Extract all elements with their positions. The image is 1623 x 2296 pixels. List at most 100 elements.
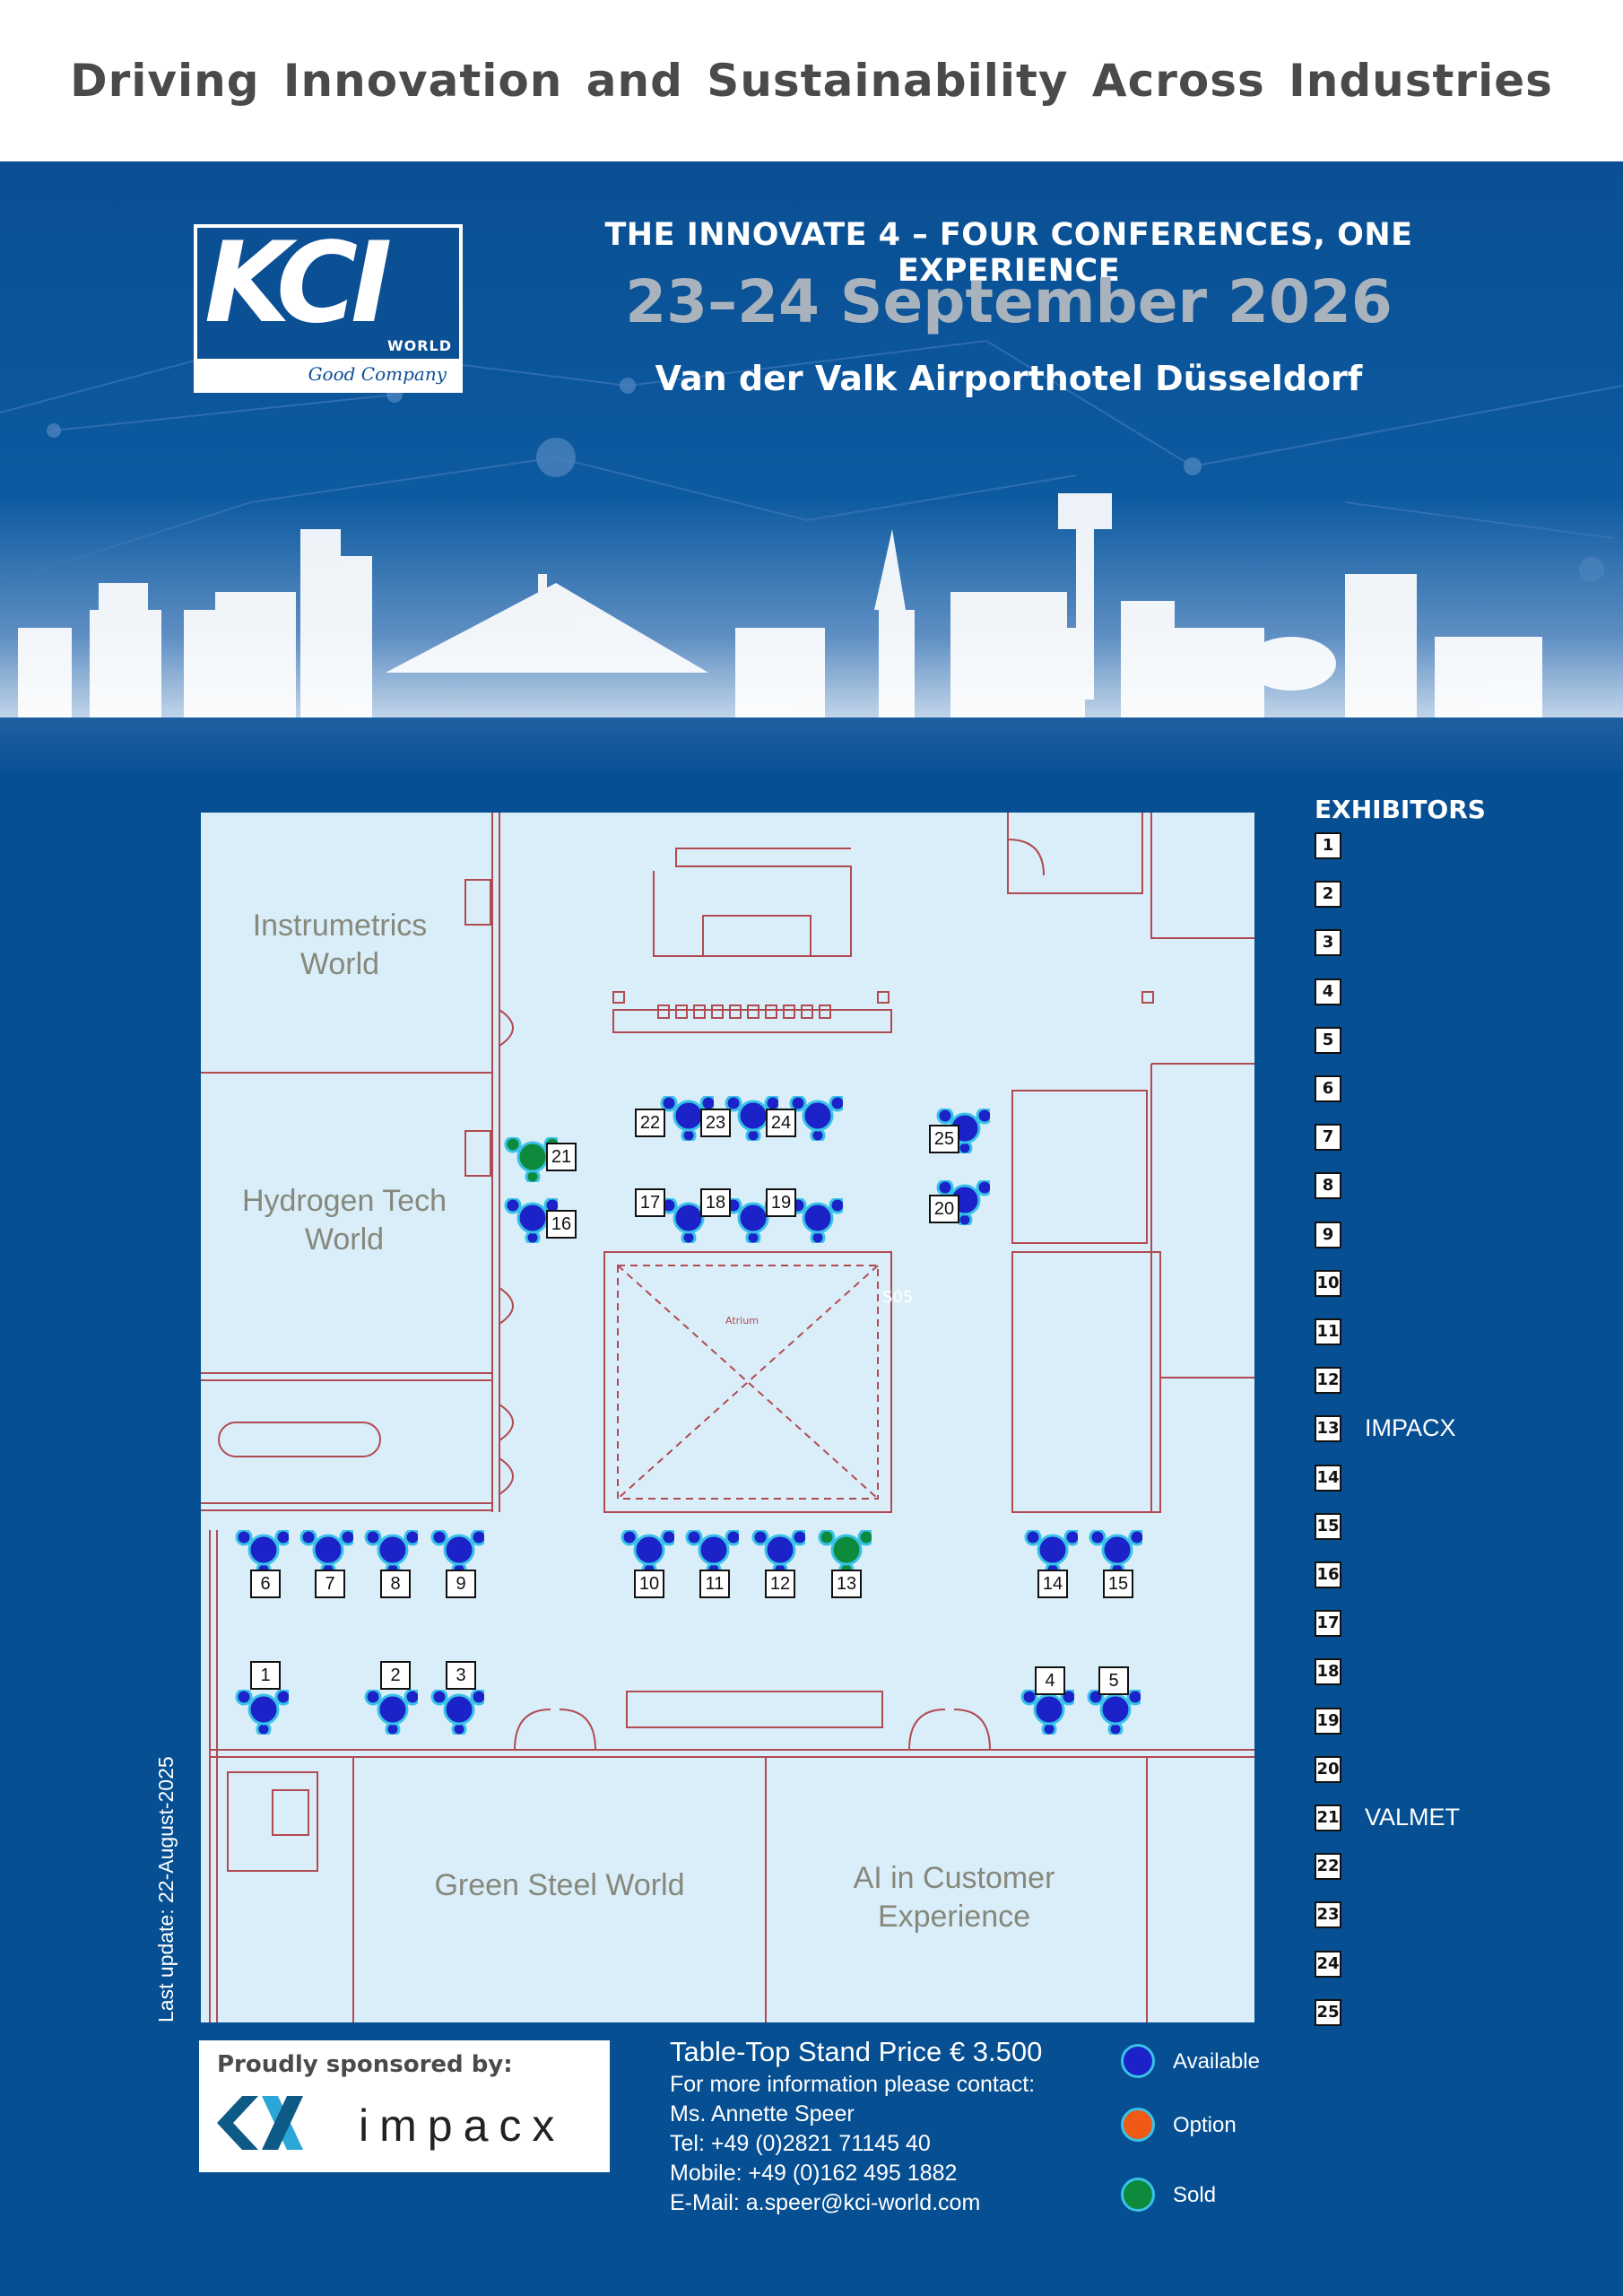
stand-4-table[interactable] [1020,1690,1074,1735]
stand-3-table[interactable] [430,1690,484,1735]
stand-13-number: 13 [831,1570,862,1598]
stand-21-number: 21 [546,1143,577,1171]
stand-22-number: 22 [635,1109,665,1137]
stand-12-number: 12 [765,1570,795,1598]
stand-11-table[interactable] [685,1530,739,1575]
stand-price: Table-Top Stand Price € 3.500 [670,2036,1043,2067]
stand-6-number: 6 [250,1570,281,1598]
exhibitor-number-15: 15 [1315,1512,1341,1540]
stand-12-table[interactable] [751,1530,805,1575]
stand-18-number: 18 [700,1188,731,1217]
legend-sold-dot [1121,2178,1155,2212]
exhibitor-number-17: 17 [1315,1610,1341,1638]
stand-23-table[interactable] [725,1096,778,1141]
stand-3-number: 3 [446,1661,476,1690]
exhibitor-number-21: 21 [1315,1805,1341,1831]
legend-option-label: Option [1173,2113,1237,2137]
contact-mobile: Mobile: +49 (0)162 495 1882 [670,2161,958,2186]
legend-available-label: Available [1173,2049,1260,2074]
legend-option-dot [1121,2108,1155,2142]
stand-16-number: 16 [546,1210,577,1239]
conference-date: 23–24 September 2026 [625,267,1393,336]
logo-world-text: WORLD [386,337,452,354]
zone-instrumetrics: Instrumetrics World [252,909,428,981]
stand-9-table[interactable] [430,1530,484,1575]
sponsor-label: Proudly sponsored by: [217,2051,513,2078]
exhibitor-number-25: 25 [1315,1998,1341,2026]
exhibitor-number-23: 23 [1315,1901,1341,1929]
exhibitor-number-1: 1 [1315,832,1341,859]
stand-10-number: 10 [634,1570,664,1598]
stand-11-number: 11 [699,1570,730,1598]
stand-22-table[interactable] [660,1096,714,1141]
stand-20-number: 20 [929,1195,959,1223]
legend-sold-label: Sold [1173,2183,1217,2207]
stand-15-number: 15 [1103,1570,1133,1598]
stand-24-number: 24 [766,1109,796,1137]
logo-kci-text: KCI [204,219,392,348]
room-code: S05 [882,1288,914,1307]
stand-2-table[interactable] [364,1690,418,1735]
legend-available-dot [1121,2044,1155,2078]
conference-venue: Van der Valk Airporthotel Düsseldorf [655,359,1363,398]
stand-19-number: 19 [766,1188,796,1217]
exhibitor-number-24: 24 [1315,1950,1341,1978]
zone-green-steel: Green Steel World [434,1868,685,1902]
stand-7-table[interactable] [299,1530,353,1575]
stand-25-number: 25 [929,1125,959,1153]
stand-10-table[interactable] [621,1530,674,1575]
contact-intro: For more information please contact: [670,2072,1036,2097]
exhibitor-name-13: IMPACX [1365,1414,1456,1442]
stand-15-table[interactable] [1089,1530,1142,1575]
skyline-illustration [0,326,1623,771]
exhibitor-number-3: 3 [1315,929,1341,957]
zone-hydrogen: Hydrogen Tech World [241,1184,447,1257]
stand-5-number: 5 [1098,1666,1129,1695]
zone-ai-cx: AI in Customer Experience [853,1861,1055,1934]
floor-plan-walls [201,813,1254,2022]
impacx-logo-icon [217,2096,303,2150]
stand-1-number: 1 [250,1661,281,1690]
exhibitor-number-19: 19 [1315,1707,1341,1735]
exhibitor-number-9: 9 [1315,1221,1341,1248]
contact-person: Ms. Annette Speer [670,2101,855,2126]
stand-8-number: 8 [380,1570,411,1598]
stand-23-number: 23 [700,1109,731,1137]
stand-7-number: 7 [315,1570,345,1598]
exhibitor-number-6: 6 [1315,1075,1341,1102]
stand-17-number: 17 [635,1188,665,1217]
stand-4-number: 4 [1035,1666,1065,1695]
contact-email[interactable]: E-Mail: a.speer@kci-world.com [670,2190,981,2215]
stand-24-table[interactable] [789,1096,843,1141]
stand-14-table[interactable] [1024,1530,1078,1575]
exhibitor-number-8: 8 [1315,1172,1341,1200]
stand-6-table[interactable] [235,1530,289,1575]
stand-19-table[interactable] [789,1198,843,1243]
stand-9-number: 9 [446,1570,476,1598]
exhibitors-title: EXHIBITORS [1315,795,1486,824]
stand-1-table[interactable] [235,1690,289,1735]
floor-plan: Instrumetrics World Hydrogen Tech World … [201,813,1254,2022]
stand-14-number: 14 [1037,1570,1068,1598]
conference-title: THE INNOVATE 4 – FOUR CONFERENCES, ONE E… [604,217,1413,289]
exhibitor-number-14: 14 [1315,1464,1341,1492]
exhibitor-number-12: 12 [1315,1367,1341,1395]
stand-8-table[interactable] [364,1530,418,1575]
last-update: Last update: 22-August-2025 [154,1756,178,2022]
exhibitor-number-4: 4 [1315,978,1341,1005]
exhibitor-number-5: 5 [1315,1026,1341,1054]
contact-tel: Tel: +49 (0)2821 71145 40 [670,2131,931,2156]
exhibitor-number-7: 7 [1315,1124,1341,1152]
exhibitor-number-13: 13 [1315,1415,1341,1443]
sponsor-box: Proudly sponsored by: impacx [199,2040,610,2172]
exhibitor-number-22: 22 [1315,1853,1341,1881]
exhibitor-number-2: 2 [1315,881,1341,909]
exhibitor-number-16: 16 [1315,1561,1341,1588]
stand-5-table[interactable] [1087,1690,1141,1735]
exhibitor-number-18: 18 [1315,1658,1341,1686]
exhibitor-number-20: 20 [1315,1755,1341,1783]
kci-logo: KCI WORLD Good Company [194,224,463,393]
header-bar: Driving Innovation and Sustainability Ac… [0,0,1623,161]
stand-13-table[interactable] [818,1530,872,1575]
exhibitor-number-10: 10 [1315,1269,1341,1297]
